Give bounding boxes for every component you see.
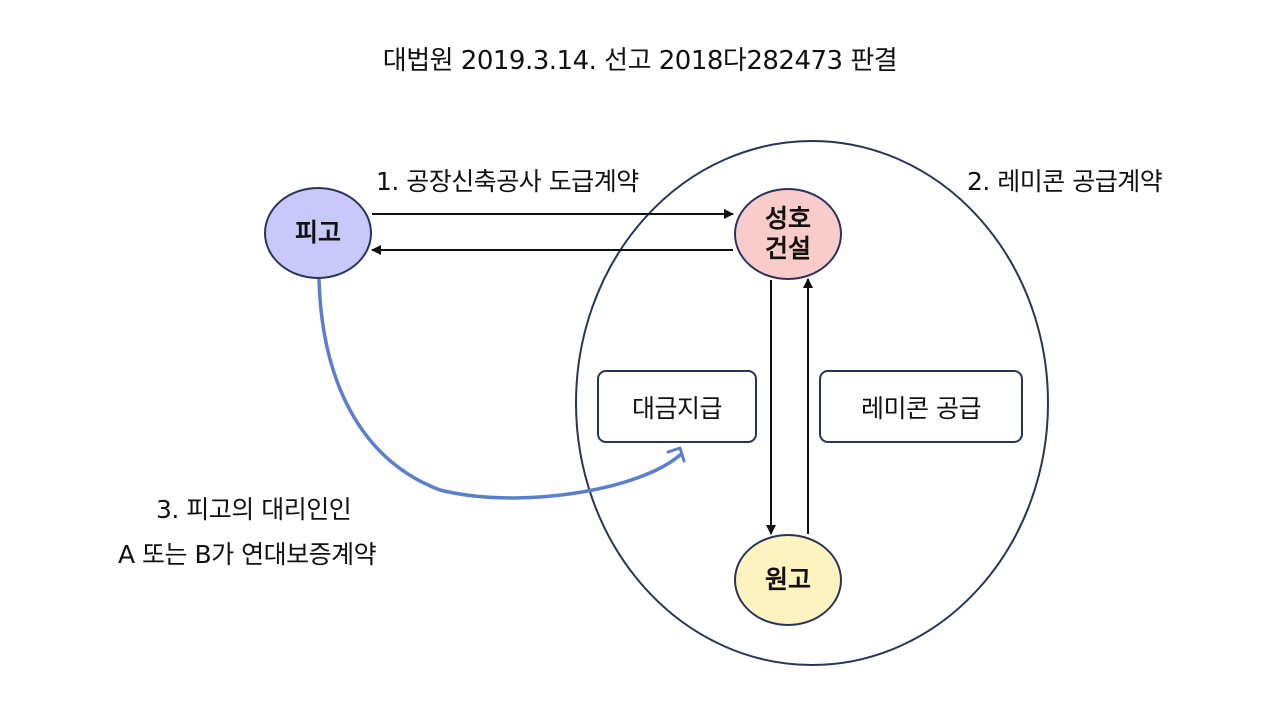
label-guarantee-line2: A 또는 B가 연대보증계약 [118, 540, 377, 569]
node-company-label-line1: 성호 [764, 204, 811, 233]
node-construction-company: 성호 건설 [734, 188, 842, 280]
node-defendant: 피고 [264, 187, 372, 279]
node-defendant-label: 피고 [294, 218, 341, 247]
box-supply: 레미콘 공급 [819, 370, 1023, 443]
guarantee-curve [317, 278, 682, 500]
guarantee-curve-arrowhead [666, 446, 686, 463]
node-plaintiff-label: 원고 [764, 565, 811, 594]
label-contract-1: 1. 공장신축공사 도급계약 [376, 167, 639, 196]
box-payment-label: 대금지급 [631, 393, 723, 423]
node-company-label-line2: 건설 [764, 234, 811, 263]
box-payment: 대금지급 [597, 370, 757, 443]
label-contract-2: 2. 레미콘 공급계약 [967, 167, 1163, 196]
label-guarantee-line1: 3. 피고의 대리인인 [156, 495, 352, 524]
supply-contract-ellipse [575, 140, 1049, 666]
box-supply-label: 레미콘 공급 [861, 393, 981, 423]
page-title: 대법원 2019.3.14. 선고 2018다282473 판결 [382, 46, 898, 76]
node-plaintiff: 원고 [734, 534, 842, 626]
